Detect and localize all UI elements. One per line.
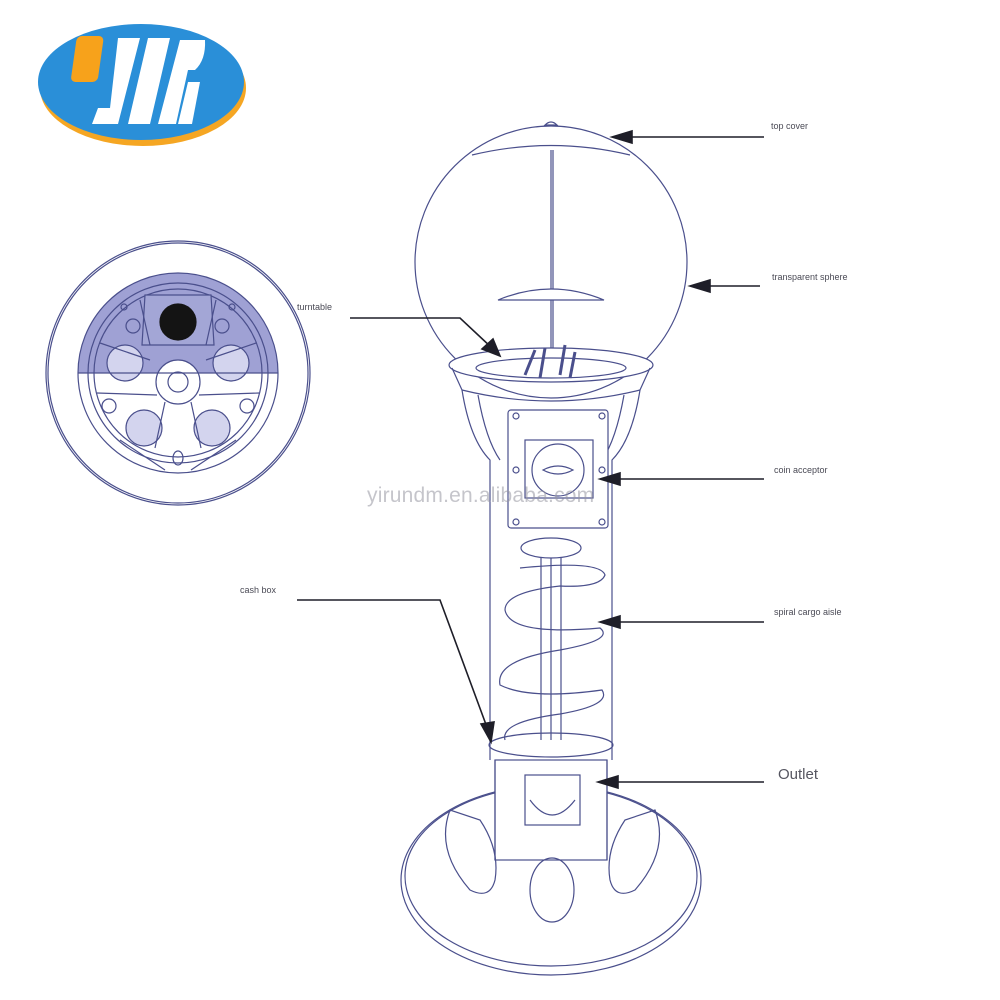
callout-arrows [297, 129, 764, 790]
label-outlet: Outlet [778, 766, 819, 783]
label-spiral-cargo-aisle: spiral cargo aisle [774, 607, 842, 617]
label-top-cover: top cover [771, 121, 809, 131]
logo [38, 24, 246, 146]
label-cash-box: cash box [240, 585, 277, 595]
label-transparent-sphere: transparent sphere [772, 272, 848, 282]
label-turntable: turntable [297, 302, 333, 312]
label-coin-acceptor: coin acceptor [774, 465, 828, 475]
machine [400, 121, 702, 976]
watermark: yirundm.en.alibaba.com [367, 484, 595, 507]
turntable-detail [45, 240, 311, 506]
